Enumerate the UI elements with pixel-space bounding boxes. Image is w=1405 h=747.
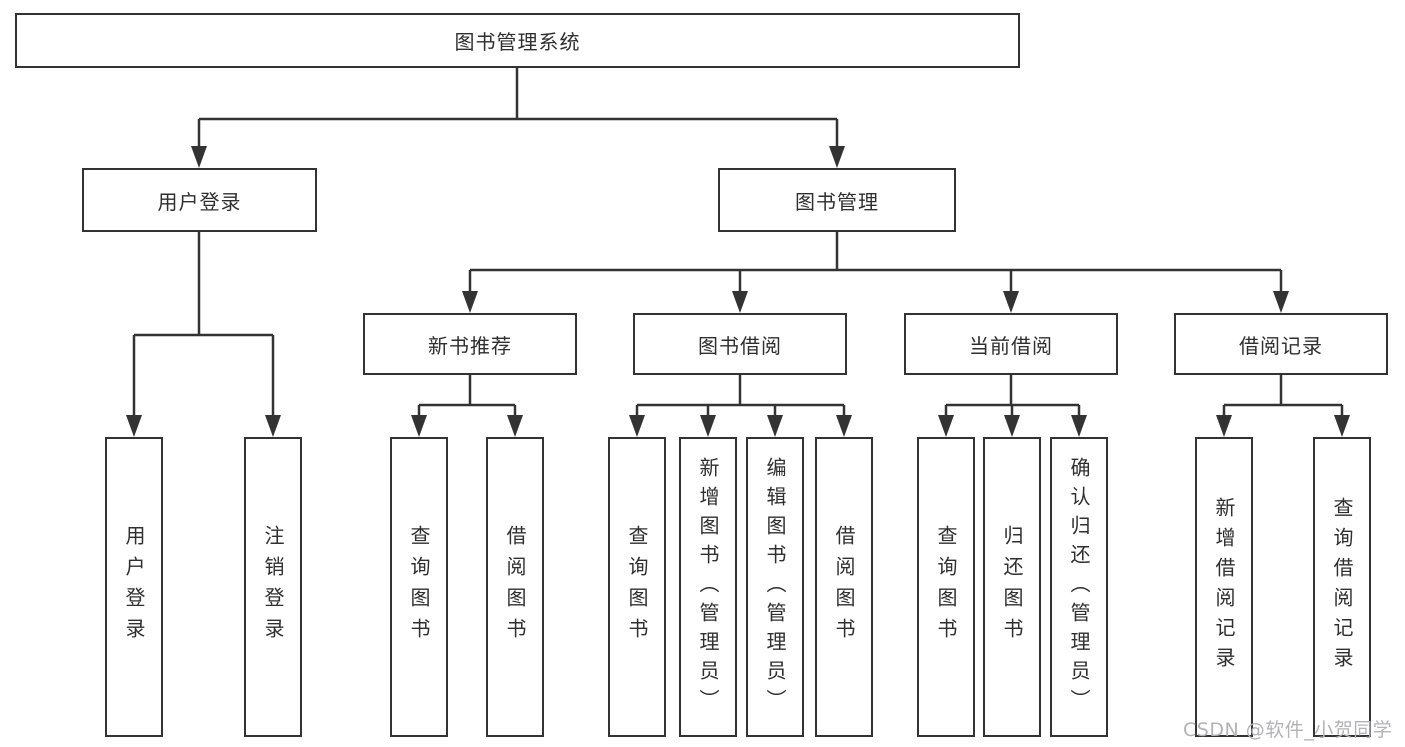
arrowhead-icon [1216, 415, 1232, 437]
node-book-borrowing: 图书借阅 [633, 313, 847, 375]
arrowhead-icon [1003, 291, 1019, 313]
node-borrowing-records-label: 借阅记录 [1239, 333, 1323, 358]
leaf-borrow-books-recommend: 借阅图书 [486, 437, 544, 737]
node-book-management: 图书管理 [718, 168, 956, 232]
arrowhead-icon [126, 415, 142, 437]
node-new-book-recommendation-label: 新书推荐 [428, 333, 512, 358]
node-book-management-label: 图书管理 [795, 189, 879, 214]
leaf-borrow-books-recommend-label: 借阅图书 [503, 525, 527, 649]
arrowhead-icon [836, 415, 852, 437]
leaf-add-books-admin-label: 新增图书（管理员） [696, 456, 720, 718]
arrowhead-icon [191, 146, 207, 168]
arrowhead-icon [732, 291, 748, 313]
node-current-borrowing: 当前借阅 [904, 313, 1118, 375]
leaf-return-books-label: 归还图书 [1000, 525, 1024, 649]
leaf-edit-books-admin: 编辑图书（管理员） [746, 437, 804, 737]
leaf-confirm-return-admin: 确认归还（管理员） [1050, 437, 1108, 737]
arrowhead-icon [1334, 415, 1350, 437]
arrowhead-icon [265, 415, 281, 437]
arrowhead-icon [507, 415, 523, 437]
leaf-edit-books-admin-label: 编辑图书（管理员） [763, 456, 787, 718]
csdn-watermark: CSDN @软件_小贺同学 [1183, 719, 1393, 741]
leaf-query-books-recommend-label: 查询图书 [407, 525, 431, 649]
leaf-borrow-books-borrowing: 借阅图书 [815, 437, 873, 737]
node-borrowing-records: 借阅记录 [1174, 313, 1388, 375]
leaf-add-books-admin: 新增图书（管理员） [679, 437, 737, 737]
node-user-login-label: 用户登录 [157, 189, 242, 214]
leaf-borrow-books-borrowing-label: 借阅图书 [832, 525, 856, 649]
arrowhead-icon [462, 291, 478, 313]
arrowhead-icon [1071, 415, 1087, 437]
leaf-query-books-borrowing-label: 查询图书 [625, 525, 649, 649]
arrowhead-icon [1004, 415, 1020, 437]
arrowhead-icon [938, 415, 954, 437]
leaf-add-borrow-record: 新增借阅记录 [1195, 437, 1253, 737]
node-new-book-recommendation: 新书推荐 [363, 313, 577, 375]
arrowhead-icon [629, 415, 645, 437]
leaf-query-books-borrowing: 查询图书 [608, 437, 666, 737]
leaf-user-login-label: 用户登录 [122, 525, 146, 649]
leaf-user-login: 用户登录 [105, 437, 163, 737]
arrowhead-icon [829, 146, 845, 168]
leaf-query-borrow-record-label: 查询借阅记录 [1330, 497, 1354, 677]
node-root-label: 图书管理系统 [454, 30, 581, 54]
leaf-query-books-current: 查询图书 [917, 437, 975, 737]
arrowhead-icon [767, 415, 783, 437]
node-user-login: 用户登录 [82, 168, 317, 232]
arrowhead-icon [700, 415, 716, 437]
leaf-query-books-recommend: 查询图书 [390, 437, 448, 737]
leaf-query-books-current-label: 查询图书 [934, 525, 958, 649]
node-book-borrowing-label: 图书借阅 [698, 333, 782, 358]
leaf-logout-label: 注销登录 [261, 525, 285, 649]
node-current-borrowing-label: 当前借阅 [969, 333, 1053, 358]
arrowhead-icon [1273, 291, 1289, 313]
arrowhead-icon [411, 415, 427, 437]
leaf-add-borrow-record-label: 新增借阅记录 [1212, 497, 1236, 677]
node-root: 图书管理系统 [15, 13, 1020, 68]
leaf-return-books: 归还图书 [983, 437, 1041, 737]
leaf-confirm-return-admin-label: 确认归还（管理员） [1067, 456, 1091, 718]
leaf-logout: 注销登录 [244, 437, 302, 737]
leaf-query-borrow-record: 查询借阅记录 [1313, 437, 1371, 737]
